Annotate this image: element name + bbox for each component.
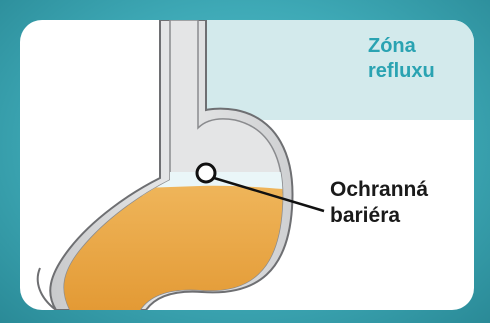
barrier-marker-circle xyxy=(197,164,215,182)
protective-barrier-label-line2: bariéra xyxy=(330,203,428,229)
reflux-zone-label-line2: refluxu xyxy=(368,59,435,84)
protective-barrier-label: Ochranná bariéra xyxy=(330,177,428,230)
protective-barrier-label-line1: Ochranná xyxy=(330,177,428,203)
diagram-panel: Zóna refluxu Ochranná bariéra xyxy=(20,20,474,310)
reflux-zone-label-line1: Zóna xyxy=(368,34,435,59)
reflux-zone-label: Zóna refluxu xyxy=(368,34,435,84)
